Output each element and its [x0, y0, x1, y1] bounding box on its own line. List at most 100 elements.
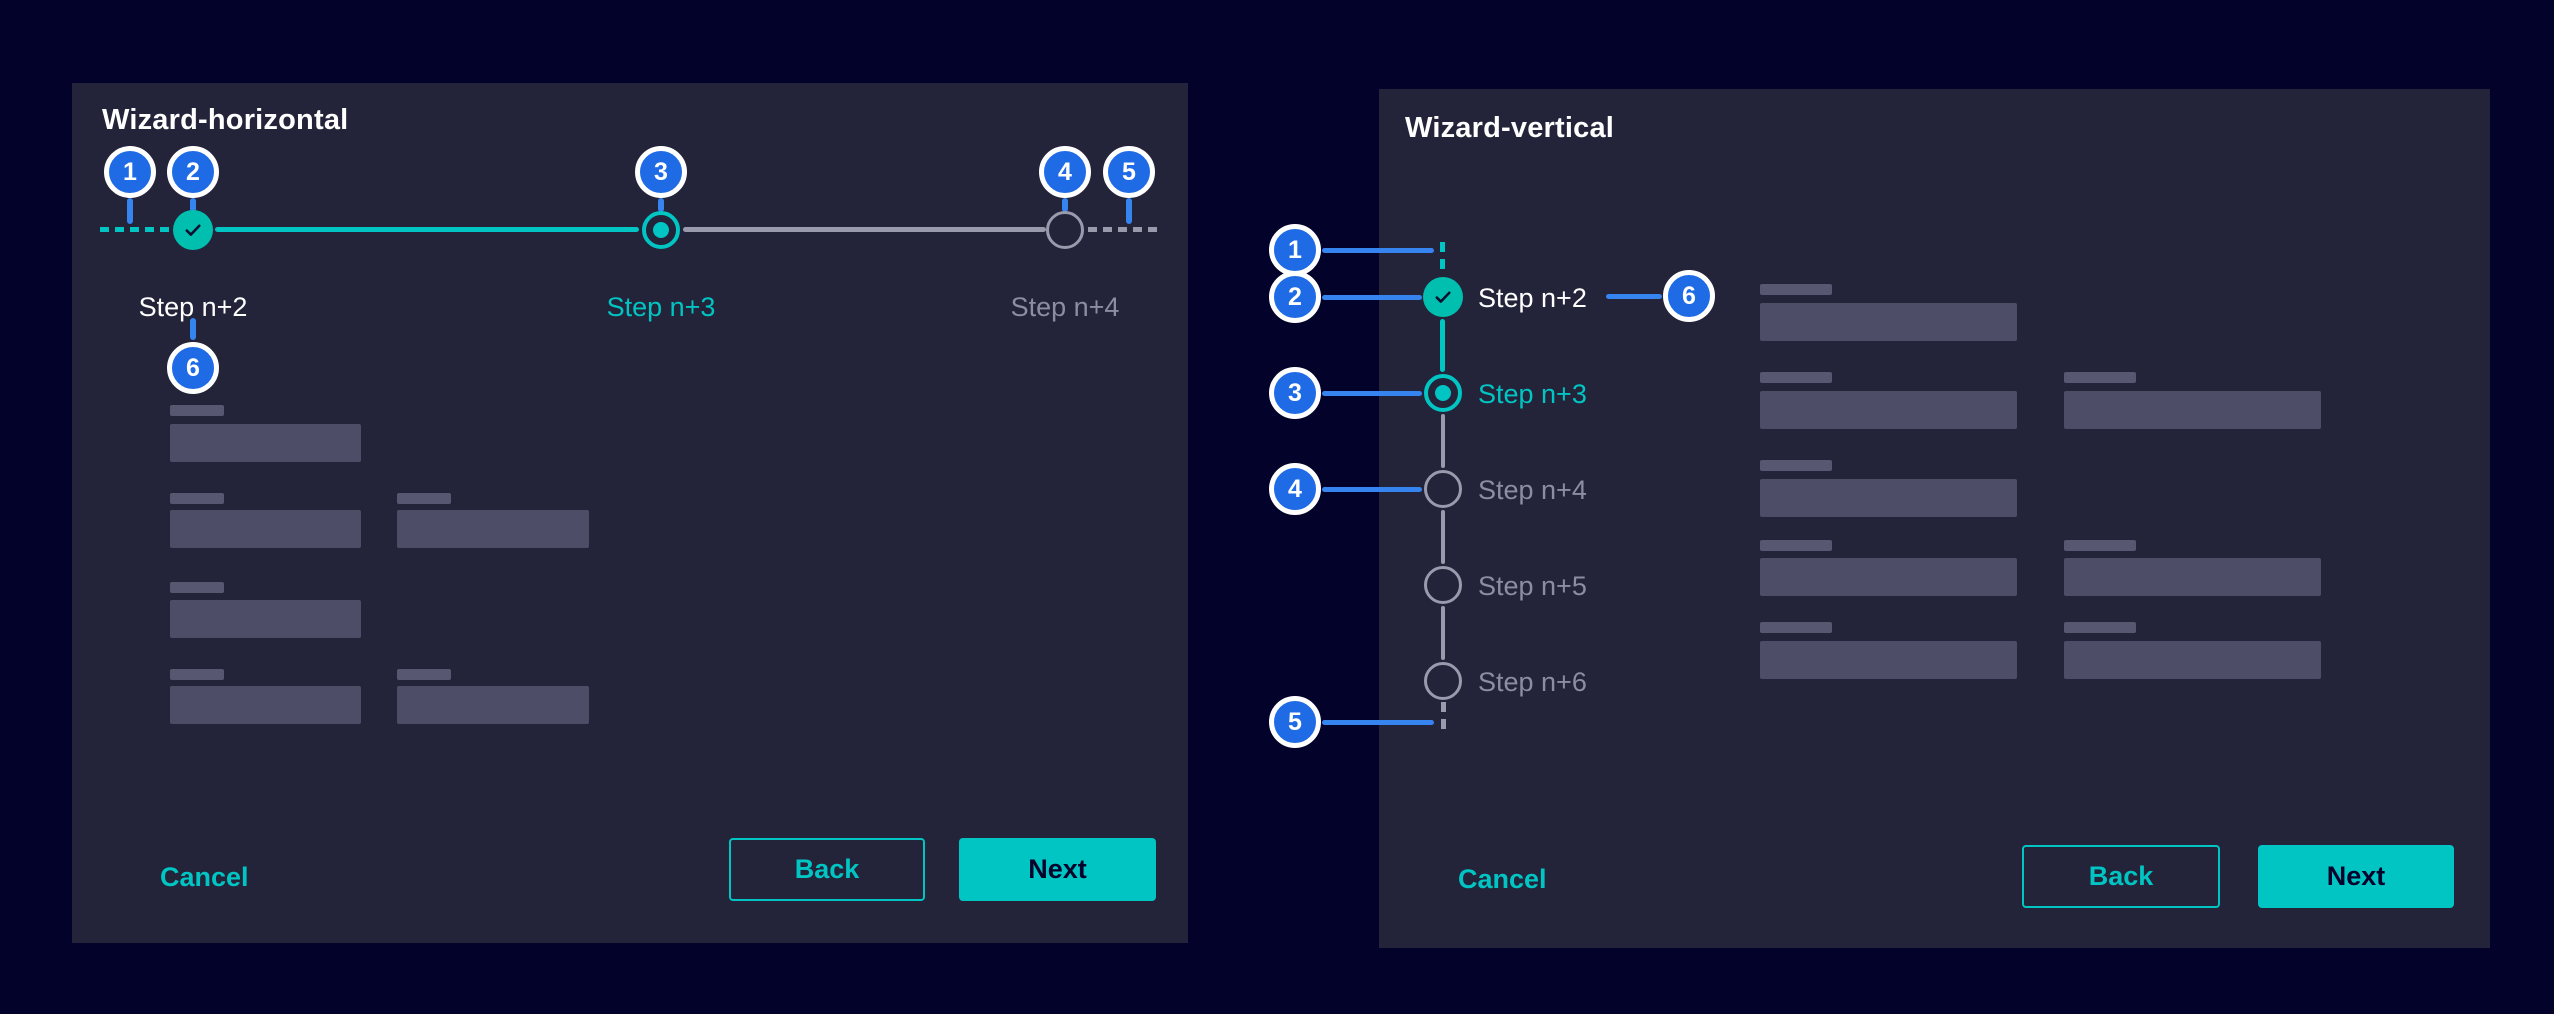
callout-badge-4: 4	[1039, 146, 1091, 198]
skeleton-field-input	[1760, 479, 2017, 517]
vstep-label-3: Step n+4	[1478, 475, 1587, 505]
skeleton-field-label	[1760, 284, 1832, 295]
callout-badge-3-label: 3	[654, 157, 668, 186]
back-button-vertical[interactable]: Back	[2022, 845, 2220, 908]
callout-badge-1: 1	[104, 146, 156, 198]
skeleton-field-input	[1760, 641, 2017, 679]
skeleton-field-input	[1760, 303, 2017, 341]
check-icon	[185, 224, 201, 236]
skeleton-field-input	[2064, 391, 2321, 429]
vstep-4-indicator	[1424, 566, 1462, 604]
callout-line-5	[1322, 720, 1434, 725]
vcallout-badge-3-label: 3	[1288, 378, 1302, 407]
track-trailing-dashes-vertical	[1441, 702, 1446, 734]
vcallout-badge-1-label: 1	[1288, 235, 1302, 264]
next-button-vertical[interactable]: Next	[2258, 845, 2454, 908]
vconnector-current-to-step3	[1441, 414, 1445, 468]
skeleton-field-input	[397, 686, 589, 724]
vstep-3-indicator	[1424, 470, 1462, 508]
vstep-label-done: Step n+2	[1478, 283, 1587, 313]
callout-badge-6: 6	[167, 342, 219, 394]
skeleton-field-label	[2064, 540, 2136, 551]
callout-line-4	[1322, 487, 1422, 492]
back-button[interactable]: Back	[729, 838, 925, 901]
skeleton-field-input	[1760, 558, 2017, 596]
vcallout-badge-5-label: 5	[1288, 707, 1302, 736]
skeleton-field-input	[397, 510, 589, 548]
vcallout-badge-4: 4	[1269, 463, 1321, 515]
callout-line-6	[1606, 294, 1662, 299]
callout-stub-2	[190, 198, 196, 212]
step-current-indicator	[642, 211, 680, 249]
skeleton-field-label	[1760, 372, 1832, 383]
vstep-current-indicator	[1424, 374, 1462, 412]
step-label-upcoming: Step n+4	[1010, 292, 1120, 322]
skeleton-field-label	[1760, 622, 1832, 633]
wizard-horizontal-title: Wizard-horizontal	[102, 104, 349, 136]
skeleton-field-label	[397, 669, 451, 680]
step-done-indicator	[173, 210, 213, 250]
current-dot-icon	[653, 222, 669, 238]
callout-line-1	[1322, 248, 1434, 253]
skeleton-field-input	[1760, 391, 2017, 429]
check-icon	[1435, 291, 1451, 303]
skeleton-field-input	[170, 686, 361, 724]
vcallout-badge-5: 5	[1269, 696, 1321, 748]
wizard-vertical-card	[1379, 89, 2490, 948]
cancel-button-vertical[interactable]: Cancel	[1458, 864, 1547, 894]
skeleton-field-label	[1760, 460, 1832, 471]
callout-stub-4	[1062, 198, 1068, 212]
vcallout-badge-4-label: 4	[1288, 474, 1302, 503]
wizard-vertical-title: Wizard-vertical	[1405, 112, 1615, 144]
callout-badge-1-label: 1	[123, 157, 137, 186]
vstep-label-5: Step n+6	[1478, 667, 1587, 697]
vcallout-badge-2: 2	[1269, 271, 1321, 323]
track-leading-dashes-vertical	[1440, 242, 1445, 274]
callout-stub-5	[1126, 198, 1132, 224]
vstep-label-current: Step n+3	[1478, 379, 1587, 409]
callout-badge-3: 3	[635, 146, 687, 198]
step-label-current: Step n+3	[606, 292, 716, 322]
vcallout-badge-6: 6	[1663, 270, 1715, 322]
skeleton-field-label	[170, 493, 224, 504]
callout-badge-5-label: 5	[1122, 157, 1136, 186]
skeleton-field-input	[2064, 558, 2321, 596]
next-button[interactable]: Next	[959, 838, 1156, 901]
step-upcoming-indicator	[1046, 211, 1084, 249]
callout-stub-1	[127, 198, 133, 224]
step-label-done: Step n+2	[138, 292, 248, 322]
callout-line-3	[1322, 391, 1422, 396]
skeleton-field-input	[170, 600, 361, 638]
vcallout-badge-2-label: 2	[1288, 282, 1302, 311]
skeleton-field-input	[170, 510, 361, 548]
callout-stub-6	[190, 318, 196, 340]
callout-badge-5: 5	[1103, 146, 1155, 198]
track-leading-dashes	[100, 227, 172, 232]
callout-badge-4-label: 4	[1058, 157, 1072, 186]
connector-current-to-upcoming	[683, 227, 1046, 232]
skeleton-field-label	[170, 669, 224, 680]
callout-badge-2: 2	[167, 146, 219, 198]
skeleton-field-label	[170, 405, 224, 416]
cancel-button[interactable]: Cancel	[160, 862, 249, 892]
current-dot-icon	[1435, 385, 1451, 401]
vconnector-done-to-current	[1440, 319, 1445, 372]
callout-stub-3	[658, 198, 664, 212]
vstep-5-indicator	[1424, 662, 1462, 700]
skeleton-field-input	[2064, 641, 2321, 679]
vconnector-step4-to-step5	[1441, 606, 1445, 660]
callout-badge-2-label: 2	[186, 157, 200, 186]
vcallout-badge-1: 1	[1269, 224, 1321, 276]
vstep-label-4: Step n+5	[1478, 571, 1587, 601]
callout-badge-6-label: 6	[186, 353, 200, 382]
skeleton-field-label	[170, 582, 224, 593]
skeleton-field-input	[170, 424, 361, 462]
vstep-done-indicator	[1423, 277, 1463, 317]
vcallout-badge-6-label: 6	[1682, 281, 1696, 310]
callout-line-2	[1322, 295, 1422, 300]
vcallout-badge-3: 3	[1269, 367, 1321, 419]
skeleton-field-label	[1760, 540, 1832, 551]
connector-done-to-current	[215, 227, 639, 232]
skeleton-field-label	[2064, 622, 2136, 633]
